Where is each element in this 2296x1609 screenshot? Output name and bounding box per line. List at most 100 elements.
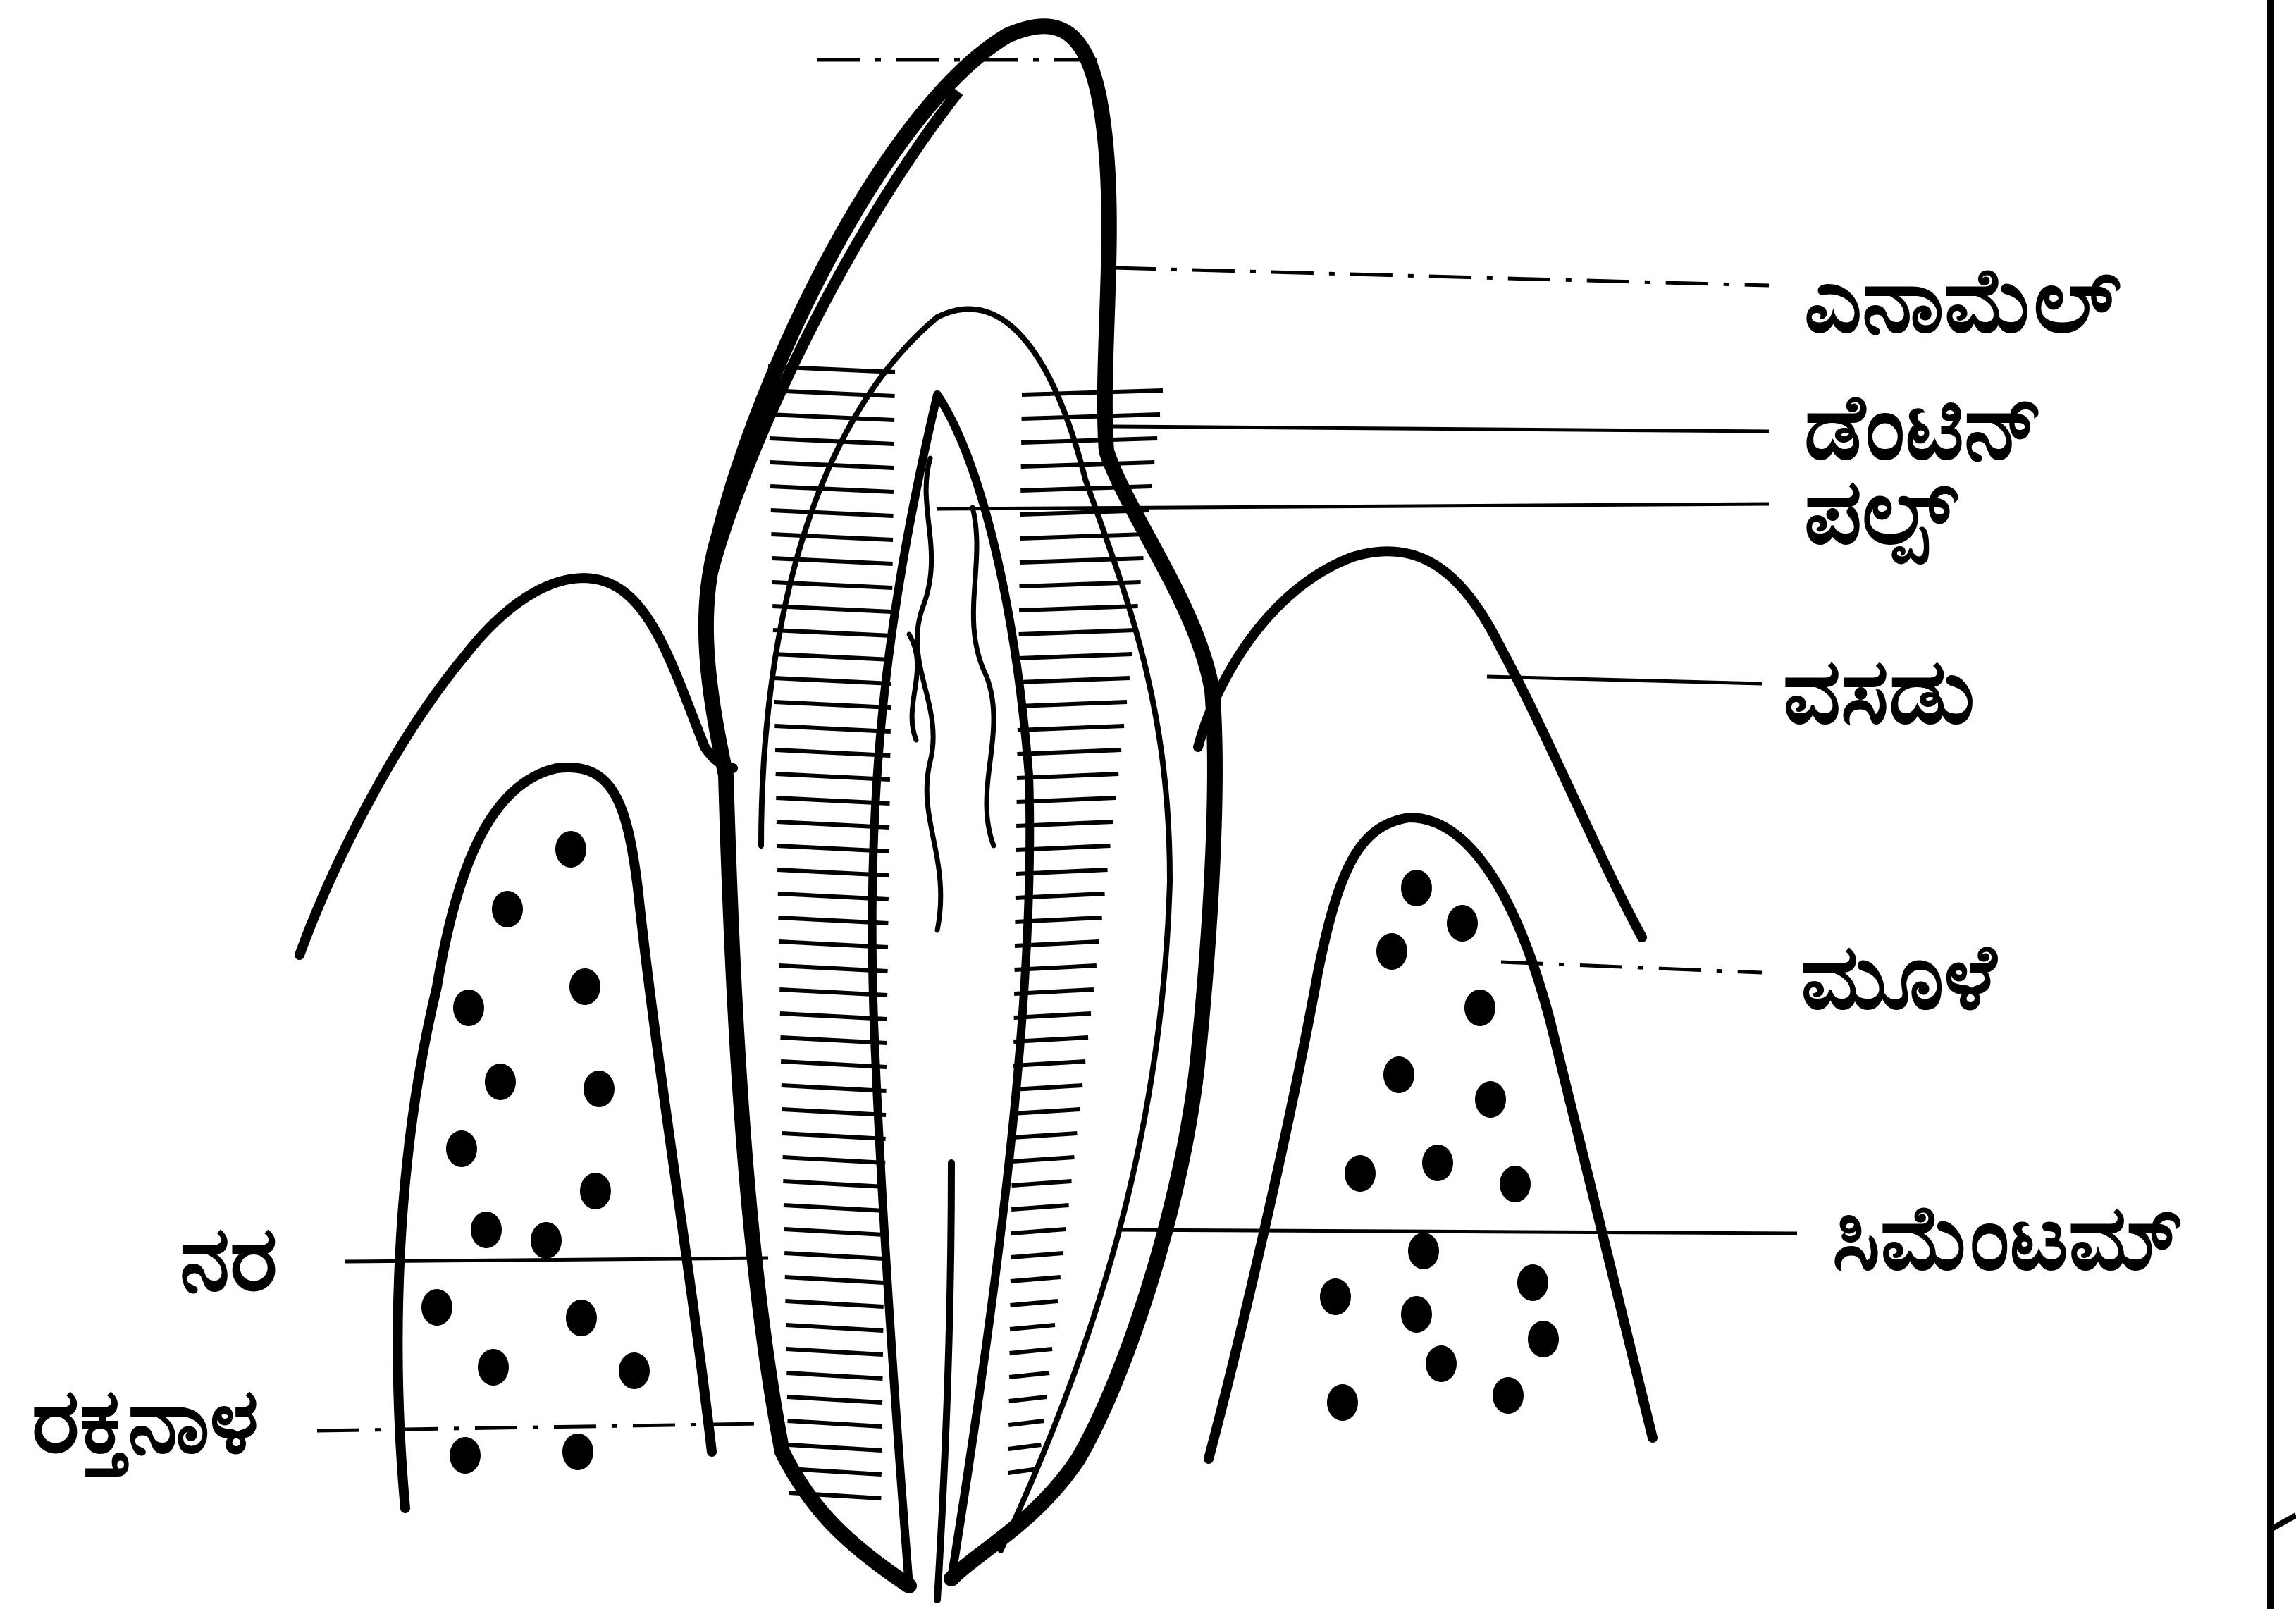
dentine-tubule (782, 1109, 886, 1115)
bone-dot (1320, 1278, 1351, 1315)
dentine-tubule (1011, 1277, 1061, 1281)
bone-dot (453, 990, 484, 1026)
dentine-tubule (1013, 1061, 1085, 1066)
bone-dot (471, 1212, 502, 1248)
dentine-tubule (770, 462, 894, 468)
leader-pulp (937, 504, 1769, 509)
dentine-tubule (784, 1229, 884, 1235)
bone-dot (580, 1173, 611, 1209)
tooth-outline (706, 26, 1215, 1586)
dentine-tubule (1018, 678, 1130, 682)
dentine-tubule (786, 1349, 883, 1355)
label-gum: ವಸಡು (1783, 639, 1975, 744)
dentine-tubule (786, 1325, 883, 1331)
dentine-tubule (1011, 1229, 1066, 1233)
dentine-tubule (774, 678, 891, 684)
bone-dot (1426, 1345, 1457, 1382)
bone-dot (478, 1349, 509, 1386)
dentine-tubule (1012, 1181, 1072, 1185)
label-cementum: ಸಿಮೆಂಟಮ್ (1832, 1185, 2183, 1290)
dentine-tubule (769, 414, 894, 420)
dentine-tubule (1009, 1373, 1049, 1377)
label-enamel: ಎನಾಮೆಲ್ (1804, 248, 2121, 353)
bone-left (397, 767, 712, 1508)
dentine-tubule (788, 1445, 882, 1450)
bone-dot (485, 1064, 516, 1100)
dentine-tubule (786, 1373, 882, 1379)
dentine-tubule (784, 1253, 884, 1259)
dentine-tubule (1012, 1133, 1077, 1138)
bone-dot (562, 1434, 593, 1470)
leader-nerve (345, 1258, 768, 1262)
bone-dot (619, 1352, 650, 1389)
label-pulp: ಪಲ್ಪ್ (1804, 460, 1958, 565)
bone-dot (1345, 1155, 1376, 1192)
dentine-tubule (1018, 702, 1127, 706)
bone-dot (1383, 1056, 1414, 1093)
dentine-tubule (785, 1301, 883, 1307)
root-canal (937, 1163, 951, 1600)
bone-dot (1408, 1233, 1439, 1269)
dentine-tubule (772, 558, 893, 564)
dentine-tubule (773, 630, 892, 636)
bone-dot (1376, 933, 1407, 970)
pulp-vessels (909, 458, 994, 930)
dentine-tubule (1021, 438, 1157, 443)
bone-dot (1401, 1296, 1432, 1333)
dentine-tubule (785, 1277, 884, 1283)
dentine-tubule (771, 534, 893, 540)
dentine-tubule (774, 654, 891, 660)
dentine-tubule (782, 1133, 886, 1139)
bone-dot (1528, 1321, 1559, 1357)
dentine-tubule (770, 486, 894, 492)
bone-dot (531, 1222, 562, 1259)
bone-dot (1517, 1264, 1548, 1301)
bone-dot (1401, 870, 1432, 906)
label-blood-vessel: ರಕ್ತನಾಳ (32, 1369, 259, 1477)
enamel-shade (705, 92, 958, 606)
pulp-cavity (872, 395, 1030, 1586)
dentine-tubule (1020, 534, 1146, 538)
bone-dot (1327, 1384, 1358, 1421)
dentine-tubule (772, 606, 892, 612)
dentine-tubule (1009, 1397, 1047, 1401)
dentine-tubule (1019, 630, 1135, 634)
bone-dot (492, 891, 523, 927)
bone-dot (566, 1300, 597, 1336)
dentine-tubule (1018, 654, 1132, 658)
leader-blood-vessel (317, 1424, 761, 1431)
dentine-tubule (1010, 1349, 1053, 1353)
label-nerve: ನರ (180, 1207, 278, 1312)
dentine-tubule (1013, 1085, 1082, 1090)
dentine-tubule (783, 1181, 885, 1187)
bone-dots (421, 831, 1559, 1474)
bone-dot (1475, 1081, 1506, 1118)
leader-dentine (1113, 426, 1769, 431)
dentine-tubule (781, 1061, 887, 1067)
dentine-tubule (1010, 1301, 1057, 1305)
dentine-tubule (775, 750, 890, 756)
label-bone: ಮೂಳೆ (1801, 925, 1999, 1030)
dentine-tubule (776, 774, 890, 779)
dentine-tubule (1010, 1325, 1055, 1329)
bone-dot (1422, 1145, 1453, 1181)
dentine-tubule (1020, 486, 1152, 491)
dentine-tubule (1011, 1205, 1068, 1209)
dentine-tubule (774, 702, 891, 708)
dentine-tubule (1017, 750, 1121, 754)
leader-gum (1487, 677, 1762, 684)
bone-dot (1447, 905, 1478, 942)
dentine-tubule (1019, 606, 1138, 610)
dentine-tubule (771, 510, 894, 516)
bone-dot (421, 1289, 452, 1326)
dentine-tubule (1022, 390, 1163, 395)
dentine-tubule (782, 1085, 887, 1091)
dentine-tubule (1008, 1421, 1044, 1425)
bone-dot (569, 968, 600, 1005)
border-corner (2271, 1515, 2296, 1529)
bone-dot (1500, 1166, 1531, 1202)
dentine-tubule (784, 1205, 884, 1211)
bone-dot (446, 1130, 477, 1167)
